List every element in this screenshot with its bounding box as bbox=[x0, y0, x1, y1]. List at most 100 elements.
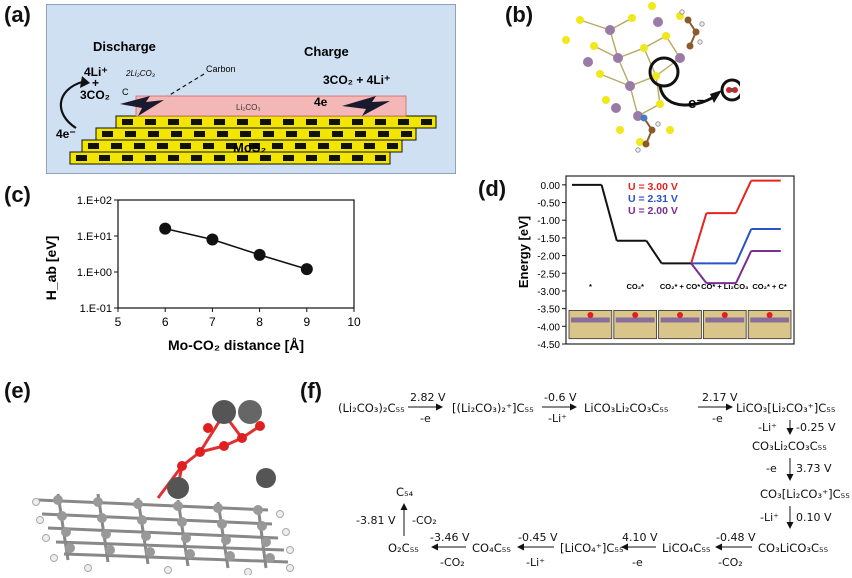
species-l4: O₂C₅₅ bbox=[388, 541, 419, 555]
left-co2-label: 3CO₂ bbox=[80, 88, 110, 102]
potential-l4: -3.46 V bbox=[430, 531, 470, 544]
species-r3-end: LiCO₃[Li₂CO₃⁺]C₅₅ bbox=[736, 401, 836, 415]
right-products-label: 3CO₂ + 4Li⁺ bbox=[323, 73, 390, 87]
organic-fragment-bottom bbox=[635, 114, 661, 153]
chart-d-ytick-label: -0.50 bbox=[537, 199, 560, 210]
chart-d-ytick-label: -1.00 bbox=[537, 216, 560, 227]
chart-d-series-connector bbox=[735, 250, 753, 284]
chart-d-ytick-label: -3.00 bbox=[537, 287, 560, 298]
mos2-cluster bbox=[562, 2, 685, 146]
chart-d-ytick-label: -2.00 bbox=[537, 252, 560, 263]
chart-c-ytick-label: 1.E-01 bbox=[80, 303, 112, 315]
chart-d-thumbnail-adsorbate bbox=[632, 311, 639, 318]
potential-d1: -0.25 V bbox=[796, 421, 836, 434]
chart-c-point bbox=[253, 248, 266, 261]
panel-label-d: (d) bbox=[478, 176, 507, 201]
species-u1: C₅₄ bbox=[396, 485, 414, 499]
chart-d-thumbnail-mo-layer bbox=[571, 317, 610, 323]
step-d2: -e bbox=[766, 462, 777, 475]
panel-label-f: (f) bbox=[300, 378, 322, 403]
chart-c-xtick-label: 5 bbox=[115, 315, 122, 329]
graphene-edge-hydrogens bbox=[32, 498, 294, 575]
li2co3-product-label: 2Li₂CO₃ bbox=[125, 69, 155, 78]
chart-d-state-label: CO₂* + CO* bbox=[660, 282, 700, 291]
chart-d-thumbnail-mo-layer bbox=[750, 317, 789, 323]
species-l1: LiCO₄C₅₅ bbox=[662, 541, 711, 555]
chart-c-xtick-label: 10 bbox=[347, 315, 361, 329]
chart-c-ytick-label: 1.E+02 bbox=[77, 195, 112, 207]
step-r2: -Li⁺ bbox=[548, 412, 567, 425]
step-r3: -e bbox=[712, 412, 723, 425]
chart-d-thumbnail-mo-layer bbox=[615, 317, 655, 323]
panel-f-scheme: (Li₂CO₃)₂C₅₅ 2.82 V -e [(Li₂CO₃)₂⁺]C₅₅ -… bbox=[338, 391, 850, 569]
chart-d-state-label: CO₂* bbox=[626, 282, 644, 291]
chart-c-point bbox=[206, 233, 219, 246]
chart-d-plot-area: 0.00-0.50-1.00-1.50-2.00-2.50-3.00-3.50-… bbox=[537, 175, 795, 351]
panel-label-b: (b) bbox=[505, 2, 534, 27]
panel-b-structure: e⁻ bbox=[562, 2, 740, 153]
chart-d: 0.00-0.50-1.00-1.50-2.00-2.50-3.00-3.50-… bbox=[516, 175, 795, 351]
chart-d-ytick-label: -4.00 bbox=[537, 322, 560, 333]
potential-r1: 2.82 V bbox=[410, 391, 446, 404]
discharge-bolt-icon bbox=[120, 96, 164, 116]
species-d2: CO₃[Li₂CO₃⁺]C₅₅ bbox=[760, 487, 850, 501]
graphene-sheet bbox=[37, 493, 289, 569]
chart-d-state-label: CO₂* + C* bbox=[752, 282, 786, 291]
c-label: C bbox=[122, 87, 129, 97]
chart-d-thumbnail-mo-layer bbox=[660, 317, 700, 323]
chart-d-legend-entry: U = 2.31 V bbox=[628, 193, 678, 205]
potential-d2: 3.73 V bbox=[796, 462, 832, 475]
chart-c-point bbox=[159, 222, 172, 235]
potential-l1: -0.48 V bbox=[716, 531, 756, 544]
chart-d-series-connector bbox=[735, 180, 753, 214]
chart-d-state-label: * bbox=[589, 282, 592, 291]
organic-fragment-top bbox=[679, 9, 705, 50]
potential-d3: 0.10 V bbox=[796, 511, 832, 524]
chart-c-xtick-label: 9 bbox=[303, 315, 310, 329]
chart-d-ytick-label: 0.00 bbox=[541, 181, 561, 192]
panel-label-c: (c) bbox=[4, 182, 31, 207]
carbon-pointer bbox=[167, 73, 205, 97]
chart-d-legend-entry: U = 3.00 V bbox=[628, 181, 678, 193]
chart-d-thumbnail-adsorbate bbox=[721, 311, 728, 318]
potential-l2: 4.10 V bbox=[622, 531, 658, 544]
potential-r2: -0.6 V bbox=[544, 391, 577, 404]
step-d1: -Li⁺ bbox=[758, 421, 777, 434]
chart-d-ylabel: Energy [eV] bbox=[516, 216, 531, 288]
step-l3: -Li⁺ bbox=[526, 556, 545, 569]
carbon-label: Carbon bbox=[206, 64, 236, 74]
species-l2: [LiCO₄⁺]C₅₅ bbox=[560, 541, 624, 555]
li2co3-layer-label: Li₂CO₃ bbox=[236, 103, 261, 112]
step-d3: -Li⁺ bbox=[760, 511, 779, 524]
chart-d-state-label: CO* + Li₂CO₃ bbox=[701, 282, 749, 291]
chart-d-series-connector bbox=[690, 262, 708, 284]
panel-label-e: (e) bbox=[4, 378, 31, 403]
mos2-layers bbox=[69, 115, 437, 165]
potential-l3: -0.45 V bbox=[518, 531, 558, 544]
left-ion-label: 4Li⁺ bbox=[84, 65, 108, 79]
discharge-arrow bbox=[59, 80, 83, 129]
co2-molecule-icon bbox=[726, 87, 738, 93]
chart-d-ytick-label: -3.50 bbox=[537, 305, 560, 316]
species-r1-end: [(Li₂CO₃)₂⁺]C₅₅ bbox=[452, 401, 534, 415]
panel-a-schematic: Li₂CO₃ Discharge Charge 4Li⁺ + 3CO₂ C 2L… bbox=[46, 4, 456, 174]
chart-c-xtick-label: 6 bbox=[162, 315, 169, 329]
chart-c-xlabel: Mo-CO₂ distance [Å] bbox=[168, 337, 304, 353]
step-u1: -CO₂ bbox=[412, 514, 437, 527]
chart-c-ylabel: H_ab [eV] bbox=[43, 236, 59, 301]
species-d1: CO₃Li₂CO₃C₅₅ bbox=[752, 439, 827, 453]
chart-d-legend-entry: U = 2.00 V bbox=[628, 205, 678, 217]
chart-c-xtick-label: 8 bbox=[256, 315, 263, 329]
step-l2: -e bbox=[632, 556, 643, 569]
chart-d-series-connector bbox=[735, 228, 753, 264]
chart-d-thumbnail-adsorbate bbox=[677, 311, 683, 318]
electron-label: e⁻ bbox=[688, 95, 704, 112]
step-l1: -CO₂ bbox=[718, 556, 743, 569]
charge-bolt-icon bbox=[342, 96, 390, 116]
chart-c-ytick-label: 1.E+01 bbox=[77, 231, 112, 243]
chart-c-frame bbox=[117, 199, 355, 309]
step-r1: -e bbox=[420, 412, 431, 425]
chart-d-ytick-label: -1.50 bbox=[537, 234, 560, 245]
charge-label: Charge bbox=[304, 44, 349, 59]
